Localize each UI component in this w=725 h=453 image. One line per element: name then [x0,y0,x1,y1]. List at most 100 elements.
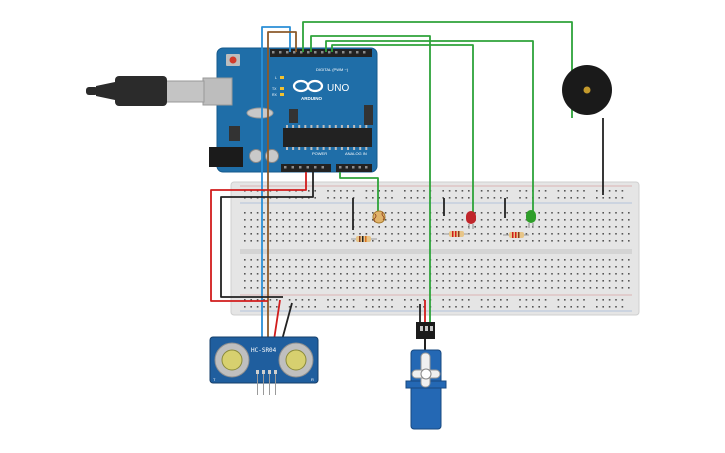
breadboard-hole[interactable] [333,240,336,242]
breadboard-hole[interactable] [602,259,604,261]
breadboard-hole[interactable] [570,240,572,242]
breadboard-hole[interactable] [365,280,368,282]
breadboard-hole[interactable] [269,287,272,289]
breadboard-hole[interactable] [269,233,272,235]
breadboard-hole[interactable] [519,212,521,214]
breadboard-hole[interactable] [525,240,528,242]
breadboard-hole[interactable] [372,273,374,275]
breadboard-hole[interactable] [436,280,438,282]
breadboard-hole[interactable] [320,212,323,214]
breadboard-hole[interactable] [276,306,278,308]
breadboard-hole[interactable] [372,233,374,235]
breadboard-hole[interactable] [340,226,342,228]
breadboard-hole[interactable] [327,299,329,301]
breadboard-hole[interactable] [327,219,329,221]
breadboard-hole[interactable] [359,212,361,214]
breadboard-hole[interactable] [295,306,297,308]
breadboard-hole[interactable] [340,299,342,301]
breadboard-hole[interactable] [487,233,489,235]
breadboard-hole[interactable] [615,226,617,228]
breadboard-hole[interactable] [628,266,630,268]
breadboard-hole[interactable] [480,226,483,228]
breadboard-hole[interactable] [314,190,316,192]
breadboard-hole[interactable] [327,190,329,192]
breadboard-hole[interactable] [589,287,592,289]
breadboard-hole[interactable] [320,240,323,242]
breadboard-hole[interactable] [583,287,585,289]
breadboard-hole[interactable] [436,233,438,235]
breadboard-hole[interactable] [480,280,483,282]
breadboard-hole[interactable] [519,273,521,275]
breadboard-hole[interactable] [596,259,598,261]
digital-pins[interactable] [272,51,366,54]
breadboard-hole[interactable] [404,273,406,275]
breadboard-hole[interactable] [263,287,265,289]
breadboard-hole[interactable] [416,273,419,275]
breadboard-hole[interactable] [416,240,419,242]
breadboard-hole[interactable] [244,266,246,268]
wire-green-led-green[interactable] [325,40,534,212]
breadboard-hole[interactable] [416,212,419,214]
breadboard-hole[interactable] [378,299,380,301]
breadboard-hole[interactable] [538,266,540,268]
breadboard-hole[interactable] [378,280,380,282]
breadboard-hole[interactable] [589,226,592,228]
breadboard-hole[interactable] [487,299,489,301]
breadboard-hole[interactable] [468,273,470,275]
breadboard-hole[interactable] [615,306,617,308]
breadboard-hole[interactable] [461,197,464,199]
breadboard-hole[interactable] [448,219,451,221]
breadboard-hole[interactable] [602,226,604,228]
breadboard-hole[interactable] [340,197,342,199]
breadboard-hole[interactable] [308,306,310,308]
breadboard-hole[interactable] [352,280,355,282]
breadboard-hole[interactable] [608,233,611,235]
breadboard-hole[interactable] [544,306,547,308]
breadboard-hole[interactable] [583,266,585,268]
breadboard-hole[interactable] [615,259,617,261]
breadboard-hole[interactable] [557,287,560,289]
breadboard-hole[interactable] [295,226,297,228]
breadboard-hole[interactable] [576,280,579,282]
breadboard-hole[interactable] [628,259,630,261]
breadboard-hole[interactable] [544,266,547,268]
breadboard-hole[interactable] [269,280,272,282]
breadboard-hole[interactable] [352,306,355,308]
breadboard-hole[interactable] [244,280,246,282]
breadboard-hole[interactable] [320,219,323,221]
breadboard-hole[interactable] [602,219,604,221]
breadboard-hole[interactable] [519,226,521,228]
breadboard-hole[interactable] [596,240,598,242]
breadboard-hole[interactable] [493,197,496,199]
breadboard-hole[interactable] [352,299,355,301]
breadboard-hole[interactable] [532,266,534,268]
breadboard-hole[interactable] [468,287,470,289]
breadboard-hole[interactable] [416,226,419,228]
breadboard-hole[interactable] [423,197,425,199]
breadboard-hole[interactable] [250,266,252,268]
breadboard-hole[interactable] [295,273,297,275]
breadboard-hole[interactable] [608,212,611,214]
breadboard-hole[interactable] [384,299,387,301]
breadboard-hole[interactable] [282,273,284,275]
breadboard-hole[interactable] [282,266,284,268]
breadboard-hole[interactable] [391,306,393,308]
breadboard-hole[interactable] [551,226,553,228]
breadboard-hole[interactable] [493,240,496,242]
breadboard-hole[interactable] [474,259,476,261]
breadboard-hole[interactable] [538,299,540,301]
wire-green-led-red[interactable] [331,44,474,213]
breadboard-hole[interactable] [544,299,547,301]
breadboard-hole[interactable] [327,266,329,268]
breadboard-hole[interactable] [346,190,348,192]
breadboard-hole[interactable] [423,287,425,289]
breadboard-hole[interactable] [589,273,592,275]
breadboard-hole[interactable] [596,212,598,214]
breadboard-hole[interactable] [596,266,598,268]
breadboard-hole[interactable] [493,280,496,282]
breadboard-hole[interactable] [468,306,470,308]
breadboard-hole[interactable] [564,219,566,221]
breadboard-hole[interactable] [301,273,304,275]
digital-pin[interactable] [335,51,338,54]
breadboard-hole[interactable] [564,266,566,268]
